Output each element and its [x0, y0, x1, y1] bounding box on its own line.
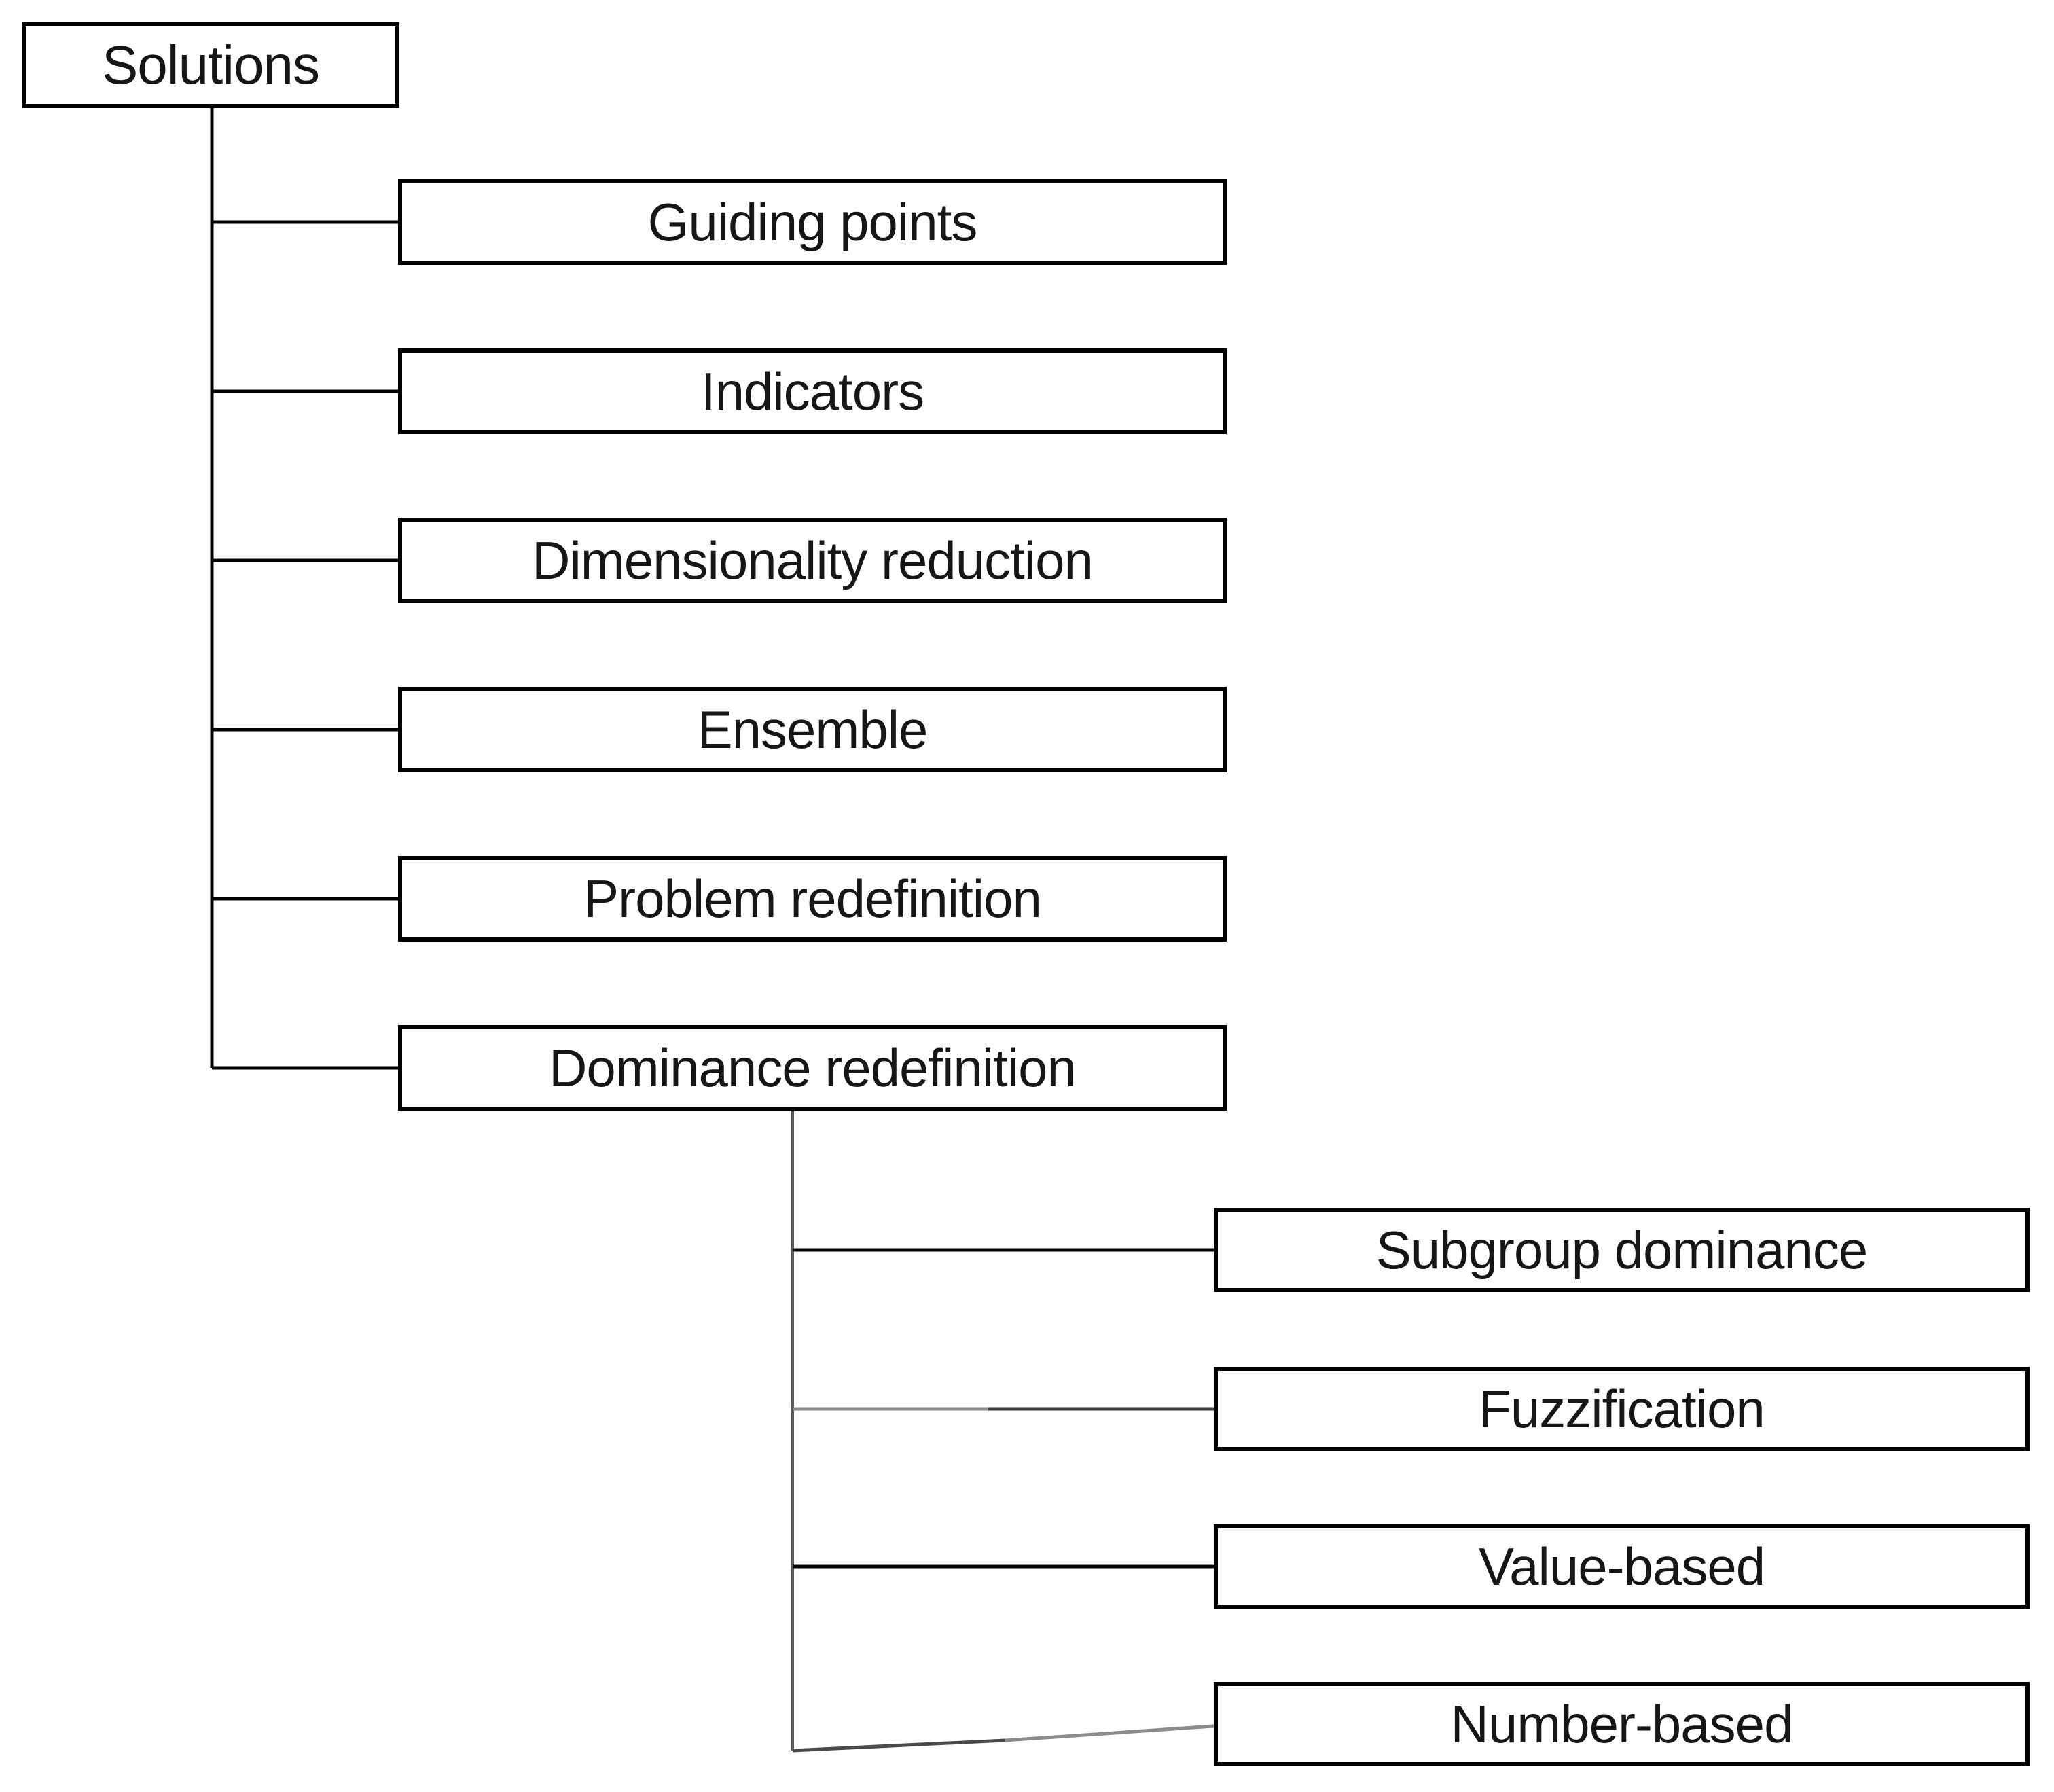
node-ensemble-label: Ensemble [697, 700, 929, 759]
node-subgroup-dominance: Subgroup dominance [1214, 1208, 2030, 1292]
node-indicators: Indicators [398, 348, 1227, 434]
node-indicators-label: Indicators [700, 361, 924, 421]
node-number-based-label: Number-based [1450, 1694, 1794, 1754]
node-dimensionality-reduction-label: Dimensionality reduction [532, 531, 1094, 590]
node-value-based: Value-based [1214, 1524, 2030, 1609]
connector-branch-number-based-left [792, 1738, 1006, 1753]
node-problem-redefinition-label: Problem redefinition [583, 869, 1042, 929]
node-subgroup-dominance-label: Subgroup dominance [1375, 1220, 1869, 1280]
node-solutions: Solutions [22, 22, 399, 108]
node-dominance-redefinition-label: Dominance redefinition [549, 1038, 1077, 1098]
node-fuzzification-label: Fuzzification [1479, 1379, 1765, 1439]
node-fuzzification: Fuzzification [1214, 1367, 2030, 1451]
node-guiding-points: Guiding points [398, 179, 1227, 265]
node-guiding-points-label: Guiding points [647, 192, 978, 252]
node-problem-redefinition: Problem redefinition [398, 856, 1227, 942]
node-number-based: Number-based [1214, 1682, 2030, 1766]
connector-branch-number-based-right [1005, 1724, 1214, 1742]
node-dominance-redefinition: Dominance redefinition [398, 1025, 1227, 1111]
node-value-based-label: Value-based [1478, 1537, 1765, 1596]
node-dimensionality-reduction: Dimensionality reduction [398, 518, 1227, 603]
node-ensemble: Ensemble [398, 687, 1227, 772]
node-solutions-label: Solutions [101, 35, 320, 95]
